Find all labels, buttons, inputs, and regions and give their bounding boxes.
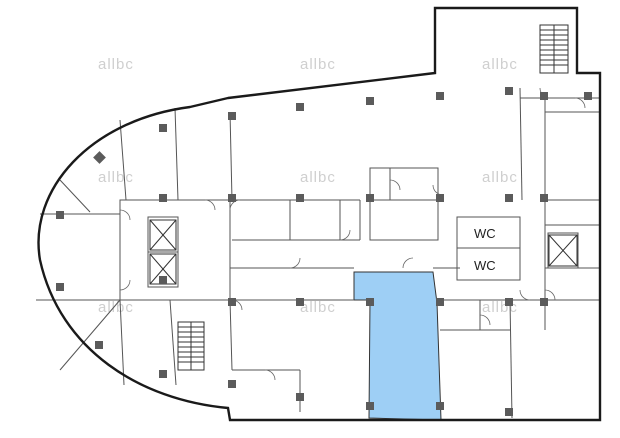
- structural-columns: [56, 87, 592, 416]
- door-swings: [119, 87, 586, 381]
- watermark-text: allbc: [482, 169, 518, 186]
- column: [436, 92, 444, 100]
- column: [540, 298, 548, 306]
- column: [228, 194, 236, 202]
- elevator-shafts: [149, 219, 578, 285]
- column: [159, 370, 167, 378]
- column: [505, 408, 513, 416]
- column: [540, 92, 548, 100]
- staircases: [177, 24, 569, 371]
- column: [296, 103, 304, 111]
- watermark-text: allbc: [98, 56, 134, 73]
- watermarks: allbc allbc allbc allbc allbc allbc allb…: [98, 56, 518, 316]
- watermark-text: allbc: [482, 56, 518, 73]
- column: [366, 194, 374, 202]
- column: [366, 97, 374, 105]
- column: [159, 124, 167, 132]
- column: [228, 112, 236, 120]
- column: [436, 298, 444, 306]
- column: [505, 87, 513, 95]
- column: [366, 298, 374, 306]
- column: [93, 151, 106, 164]
- column: [56, 283, 64, 291]
- column: [228, 298, 236, 306]
- watermark-text: allbc: [300, 299, 336, 316]
- watermark-text: allbc: [98, 299, 134, 316]
- column: [436, 402, 444, 410]
- column: [296, 393, 304, 401]
- watermark-text: allbc: [300, 56, 336, 73]
- column: [436, 194, 444, 202]
- interior-partitions: [36, 87, 600, 419]
- column: [296, 298, 304, 306]
- column: [159, 194, 167, 202]
- column: [366, 402, 374, 410]
- column: [584, 92, 592, 100]
- column: [505, 194, 513, 202]
- watermark-text: allbc: [300, 169, 336, 186]
- wc-label: WC: [474, 258, 496, 273]
- watermark-text: allbc: [98, 169, 134, 186]
- column: [56, 211, 64, 219]
- column: [296, 194, 304, 202]
- column: [505, 298, 513, 306]
- column: [95, 341, 103, 349]
- column: [228, 380, 236, 388]
- column: [540, 194, 548, 202]
- wc-label: WC: [474, 226, 496, 241]
- outer-wall: [37, 6, 602, 422]
- column: [159, 276, 167, 284]
- highlighted-office-area[interactable]: [353, 271, 442, 421]
